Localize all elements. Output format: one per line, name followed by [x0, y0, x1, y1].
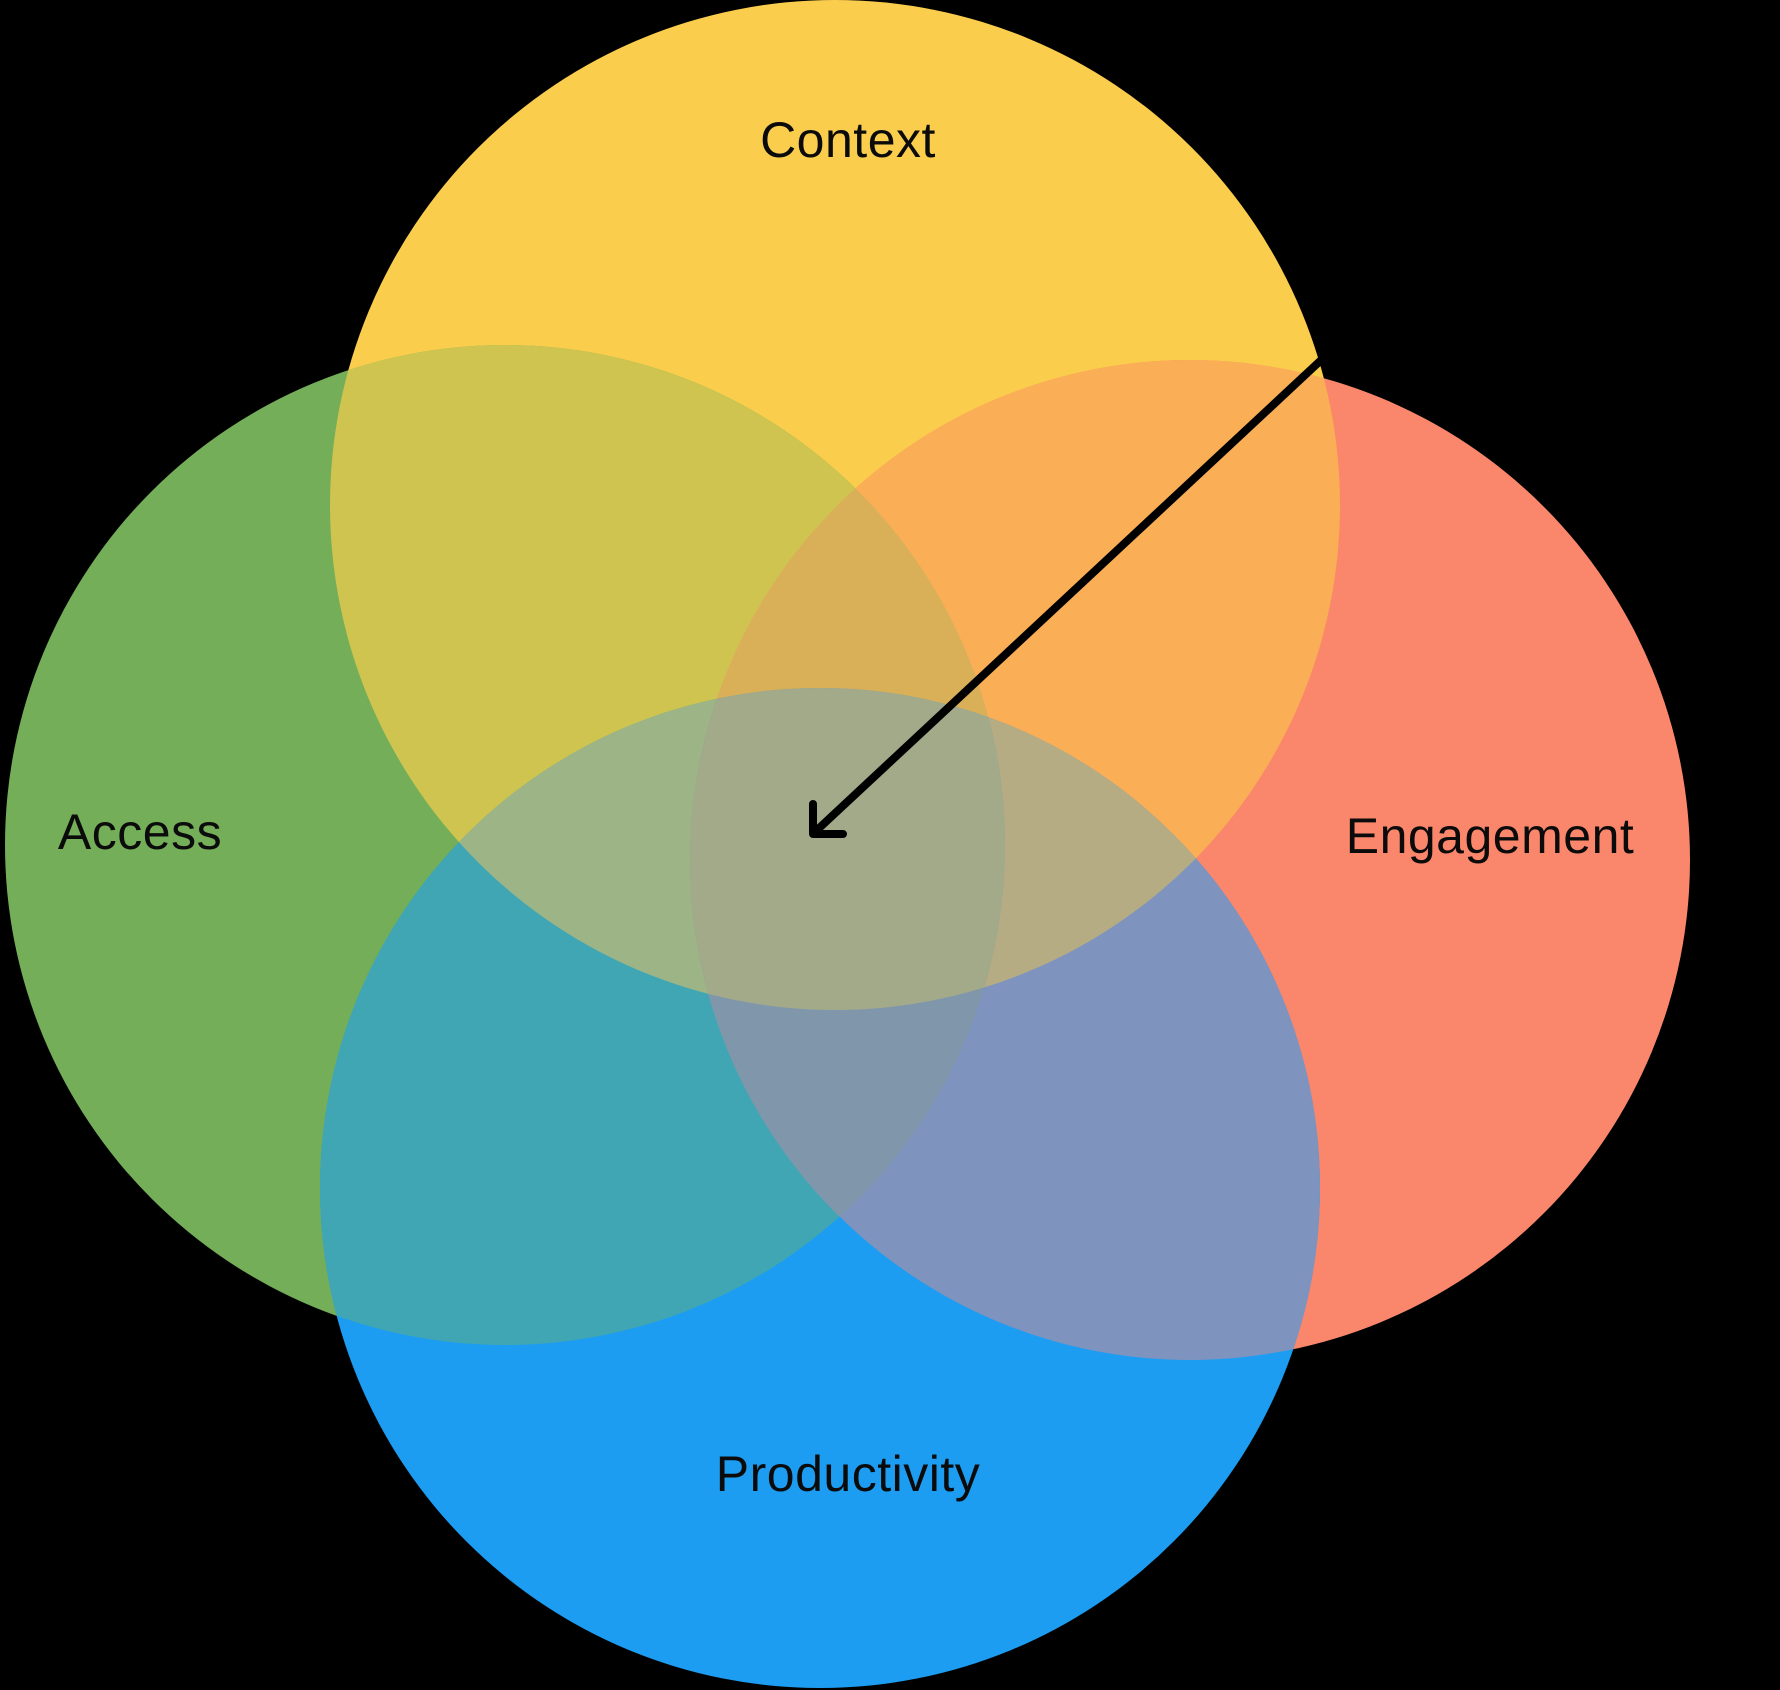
arrow-shaft [813, 332, 1351, 834]
label-context: Context [760, 112, 936, 168]
overlap-access-engagement-productivity-fill [690, 688, 1005, 1345]
label-access: Access [58, 804, 222, 860]
overlap-context-access-productivity [330, 688, 1005, 1010]
label-engagement: Engagement [1346, 808, 1635, 864]
overlap-context-access-productivity-fill [330, 688, 1005, 1010]
label-productivity: Productivity [716, 1446, 980, 1502]
overlap-access-engagement-productivity [690, 688, 1005, 1345]
arrow-head-icon [809, 800, 847, 838]
